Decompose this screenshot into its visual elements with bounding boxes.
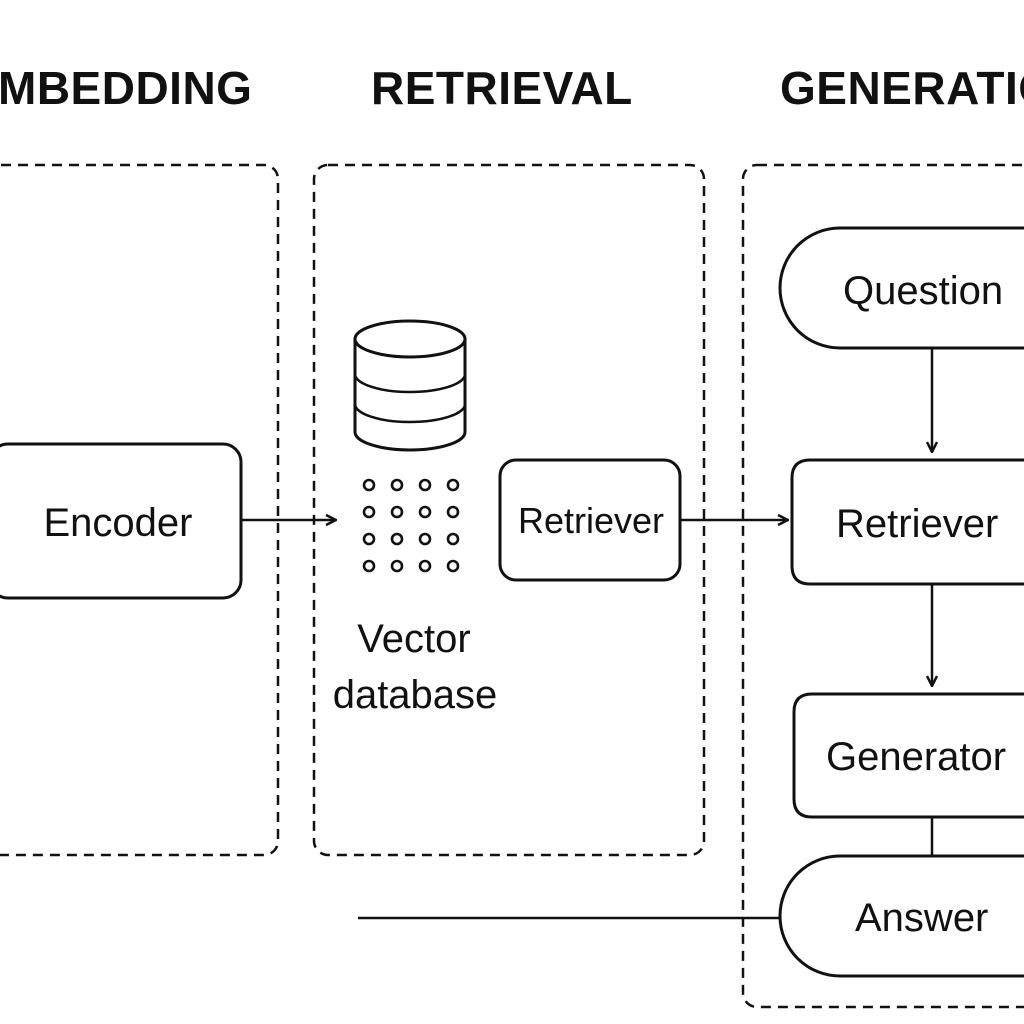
retriever-right-label: Retriever	[836, 502, 998, 546]
section-heading-embedding: MBEDDING	[0, 62, 252, 114]
section-heading-retrieval: RETRIEVAL	[371, 62, 633, 114]
question-label: Question	[843, 269, 1003, 313]
generation-panel	[741, 163, 1024, 1009]
database-icon	[353, 319, 467, 452]
vector-dots-icon	[362, 478, 460, 573]
encoder-label: Encoder	[44, 501, 193, 545]
generator-label: Generator	[826, 735, 1006, 779]
vector-db-label-line2: database	[333, 673, 498, 717]
question-box	[778, 226, 1024, 350]
generator-box	[792, 692, 1024, 819]
answer-label: Answer	[855, 896, 988, 940]
retriever-right-box	[790, 458, 1024, 586]
retriever-mid-label: Retriever	[518, 500, 664, 541]
answer-box	[778, 854, 1024, 978]
embedding-panel	[0, 163, 280, 857]
section-heading-generation: GENERATIO	[780, 62, 1024, 114]
retrieval-panel	[312, 163, 706, 857]
vector-db-label-line1: Vector	[357, 617, 470, 661]
